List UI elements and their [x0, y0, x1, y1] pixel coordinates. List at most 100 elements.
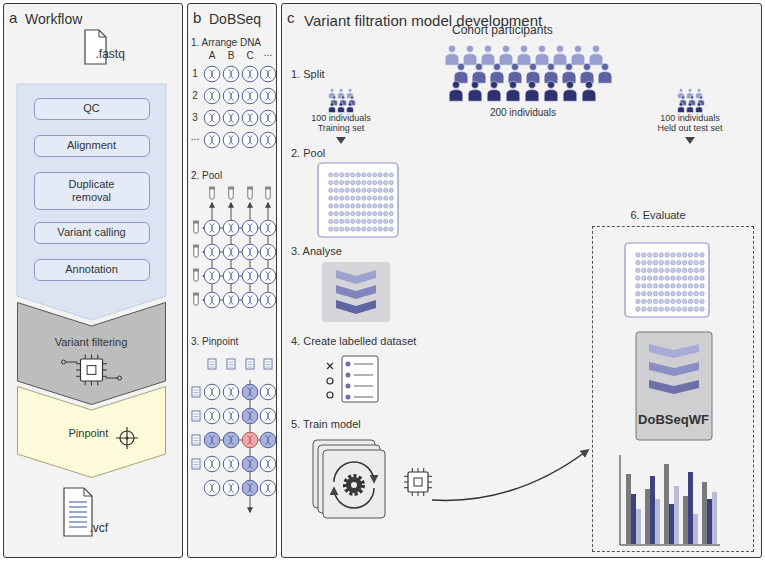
- well-circle: [260, 88, 276, 104]
- plate-well: [356, 227, 360, 231]
- person-head: [452, 81, 459, 88]
- dna-helix: [228, 296, 233, 305]
- document-line: [266, 367, 271, 368]
- person-body: [598, 72, 612, 84]
- dna-well: [204, 268, 220, 284]
- well-circle: [242, 456, 258, 472]
- dna-helix: [209, 412, 214, 421]
- person-body: [689, 100, 696, 106]
- dna-helix: [209, 388, 214, 397]
- tube-cap: [193, 269, 199, 272]
- dna-helix: [265, 92, 270, 101]
- dna-helix: [228, 388, 233, 397]
- dna-helix: [247, 272, 252, 281]
- tube-icon: [194, 223, 198, 233]
- plate-well: [367, 227, 371, 231]
- dna-helix: [265, 224, 270, 233]
- plate-well: [373, 181, 377, 185]
- plate-well: [340, 212, 344, 216]
- step-heading: 1. Arrange DNA: [191, 37, 261, 49]
- step-box: QC: [34, 98, 150, 120]
- dna-helix: [228, 412, 233, 421]
- dna-helix: [247, 136, 252, 145]
- plate-well: [367, 188, 371, 192]
- person-body: [506, 90, 520, 102]
- plate-well: [688, 307, 692, 311]
- dna-well: [204, 110, 220, 126]
- plate-well: [677, 307, 681, 311]
- plate-well: [389, 227, 393, 231]
- dna-helix: [209, 248, 214, 257]
- pinpoint-chevron: Pinpoint: [17, 386, 166, 478]
- well-circle: [223, 268, 239, 284]
- person-head: [457, 63, 464, 70]
- dna-helix: [209, 460, 214, 469]
- node-outline: [17, 302, 166, 405]
- plate-well: [362, 219, 366, 223]
- dataset-row: [354, 374, 373, 376]
- well-circle: [260, 408, 276, 424]
- file-line: [69, 516, 87, 518]
- plate-well: [659, 260, 663, 264]
- chart-bar: [712, 492, 717, 544]
- tube-cap: [193, 245, 199, 248]
- plate-well: [367, 204, 371, 208]
- step-heading: 5. Train model: [291, 418, 361, 431]
- plate-well: [389, 188, 393, 192]
- person-body: [340, 100, 347, 106]
- plate-well: [340, 204, 344, 208]
- person-head: [547, 63, 554, 70]
- well-circle: [223, 408, 239, 424]
- well-circle: [204, 408, 220, 424]
- plate-well: [677, 276, 681, 280]
- group-label: 100 individuals Held out test set: [654, 113, 726, 134]
- dna-helix: [265, 92, 270, 101]
- well-circle: [260, 456, 276, 472]
- person-head: [339, 103, 343, 107]
- well-circle: [242, 384, 258, 400]
- plate-well: [700, 291, 704, 295]
- well-circle: [204, 456, 220, 472]
- panel: bDoBSeq: [187, 3, 277, 558]
- workflow-chevron: [649, 380, 699, 394]
- plate-well: [665, 253, 669, 257]
- plate-well: [665, 268, 669, 272]
- dna-well: [204, 220, 220, 236]
- well-circle: [242, 220, 258, 236]
- dna-helix: [209, 114, 214, 123]
- dna-helix: [247, 272, 252, 281]
- plate-well: [340, 173, 344, 177]
- dna-well: [260, 432, 276, 448]
- dna-well: [242, 432, 258, 448]
- well-plate: [625, 243, 709, 317]
- cohort-label: Cohort participants: [452, 24, 553, 38]
- chart-bar: [674, 486, 679, 544]
- filter-chevron: Variant filtering: [17, 302, 166, 405]
- chart-bar: [669, 504, 674, 544]
- plate-well: [647, 291, 651, 295]
- plate-well: [378, 204, 382, 208]
- plate-well: [356, 181, 360, 185]
- person-body: [535, 54, 549, 66]
- dna-helix: [265, 388, 270, 397]
- plate-well: [389, 181, 393, 185]
- tube-cap: [193, 293, 199, 296]
- plate-well: [378, 227, 382, 231]
- circle-mark: [327, 392, 333, 398]
- chart-bar: [650, 476, 655, 544]
- document-icon: [227, 359, 235, 369]
- plate-well: [653, 284, 657, 288]
- person-head: [679, 103, 683, 107]
- panel-fill: [3, 3, 183, 558]
- person-body: [563, 90, 577, 102]
- well-circle: [204, 132, 220, 148]
- row-number: ...: [189, 131, 201, 143]
- plate-well: [351, 173, 355, 177]
- dna-helix: [247, 388, 252, 397]
- dna-helix: [265, 388, 270, 397]
- dna-helix: [265, 436, 270, 445]
- plate-well: [340, 188, 344, 192]
- dataset-sheet: [342, 356, 378, 402]
- person-head: [502, 45, 509, 52]
- well-circle: [260, 432, 276, 448]
